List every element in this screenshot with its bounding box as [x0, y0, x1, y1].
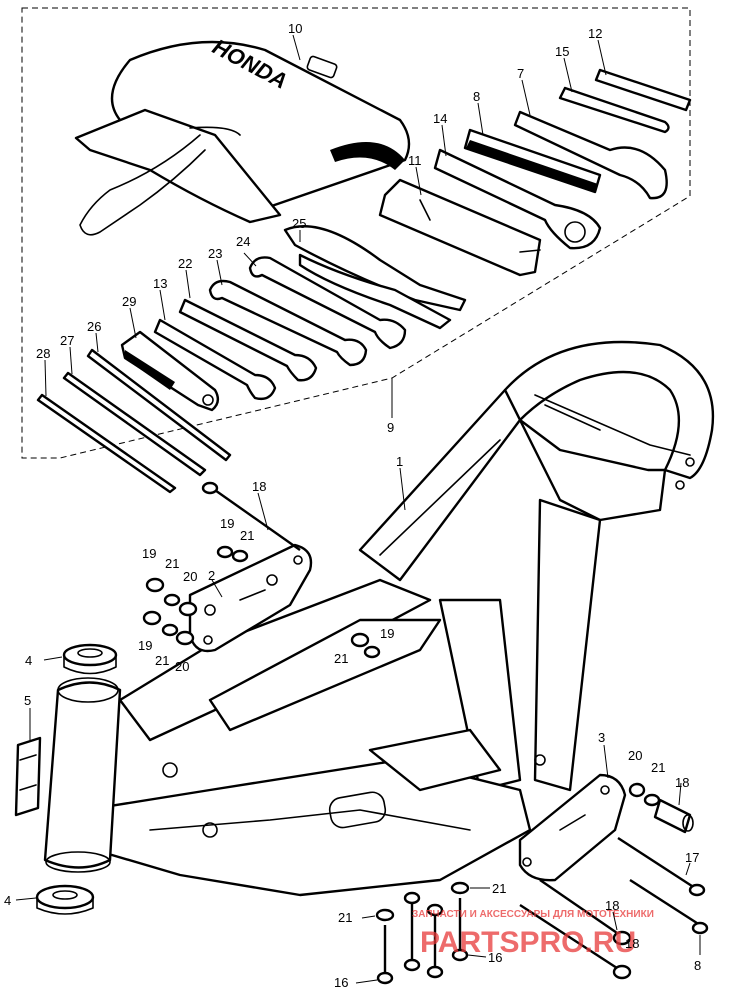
callout-20-b: 20 — [175, 659, 189, 674]
label-5 — [14, 736, 42, 817]
callout-5: 5 — [24, 693, 31, 708]
collar-15 — [653, 798, 694, 834]
callout-21-e: 21 — [651, 760, 665, 775]
nut-19-a — [216, 545, 234, 559]
callout-19-b: 19 — [142, 546, 156, 561]
callout-27: 27 — [60, 333, 74, 348]
callout-21-b: 21 — [165, 556, 179, 571]
callout-14: 15 — [555, 44, 569, 59]
callout-18-mid: 18 — [605, 898, 619, 913]
plug-wrench-11 — [378, 178, 542, 277]
washer-20-c — [628, 782, 646, 798]
watermark-big-text: PARTSPRO.RU — [420, 926, 636, 959]
callout-19-c: 19 — [138, 638, 152, 653]
callout-13: 14 — [433, 111, 447, 126]
screwdriver-26 — [86, 348, 232, 462]
callout-21-a: 21 — [240, 528, 254, 543]
callout-21-g: 21 — [338, 910, 352, 925]
callout-24: 24 — [236, 234, 250, 249]
washer-4-top — [62, 643, 118, 675]
pliers-25 — [283, 225, 467, 330]
nut-19-b — [145, 577, 165, 593]
handle-9 — [463, 128, 602, 194]
wrench-22 — [178, 298, 318, 382]
bolt-18-low — [519, 903, 632, 980]
tool-bag: HONDA — [74, 34, 411, 236]
wrench-23 — [208, 279, 368, 367]
callout-10: 12 — [588, 26, 602, 41]
washer-21-g — [375, 908, 395, 922]
washer-21-f — [450, 881, 470, 895]
gusset-plate-2 — [188, 543, 313, 653]
spanner-8 — [513, 110, 668, 200]
callout-17: 17 — [685, 850, 699, 865]
washer-20-b — [175, 630, 195, 646]
callout-4-bottom: 4 — [4, 893, 11, 908]
leader-lines — [15, 34, 701, 984]
callout-21-d: 21 — [334, 651, 348, 666]
screwdriver-29 — [120, 330, 220, 412]
callout-16-b: 16 — [334, 975, 348, 990]
plate-3 — [518, 773, 627, 882]
callouts: 10 12 15 7 8 14 11 25 24 23 22 13 29 26 … — [4, 21, 701, 990]
callout-11: 11 — [408, 153, 422, 168]
callout-1: 1 — [396, 454, 403, 469]
callout-23: 23 — [208, 246, 222, 261]
callout-6: 9 — [387, 420, 394, 435]
bolt-c — [426, 903, 444, 979]
callout-19-d: 19 — [380, 626, 394, 641]
callout-19-a: 19 — [220, 516, 234, 531]
bolt-16-a — [376, 925, 394, 985]
bolt-17 — [617, 836, 706, 897]
nut-19-d — [350, 632, 370, 648]
nut-19-c — [142, 610, 162, 626]
spanner-10 — [594, 68, 692, 112]
washer-4-bottom — [35, 884, 95, 915]
washer-21-d — [363, 645, 381, 659]
bolt-b — [403, 891, 421, 972]
box-wrench-13 — [433, 148, 602, 250]
callout-21-c: 21 — [155, 653, 169, 668]
callout-20-c: 20 — [628, 748, 642, 763]
callout-18-top: 18 — [252, 479, 266, 494]
callout-2: 2 — [208, 568, 215, 583]
watermark: ЗАПЧАСТИ И АКСЕССУАРЫ ДЛЯ МОТОТЕХНИКИ PA… — [412, 909, 654, 959]
callout-8: 7 — [517, 66, 524, 81]
callout-15: 18 — [675, 775, 689, 790]
callout-8-frame: 8 — [694, 958, 701, 973]
watermark-small-text: ЗАПЧАСТИ И АКСЕССУАРЫ ДЛЯ МОТОТЕХНИКИ — [412, 909, 654, 920]
bar-28 — [36, 393, 177, 494]
bolt-18-mid — [539, 879, 632, 946]
callout-28: 28 — [36, 346, 50, 361]
callout-4-top: 4 — [25, 653, 32, 668]
callout-26: 26 — [87, 319, 101, 334]
callout-21-f: 21 — [492, 881, 506, 896]
washer-21-a — [231, 549, 249, 563]
bolt-18-top — [201, 481, 301, 551]
washer-21-c — [161, 623, 179, 637]
callout-22: 22 — [178, 256, 192, 271]
bolt-8-frame — [629, 878, 709, 935]
callout-20-a: 20 — [183, 569, 197, 584]
callout-25: 25 — [292, 216, 306, 231]
bolt-16-b — [451, 898, 469, 962]
callout-29: 29 — [122, 294, 136, 309]
callout-7: 10 — [288, 21, 302, 36]
callout-12: 13 — [153, 276, 167, 291]
callout-9: 8 — [473, 89, 480, 104]
callout-18-low: 18 — [625, 936, 639, 951]
screwdriver-27 — [62, 371, 207, 477]
callout-3: 3 — [598, 730, 605, 745]
washer-20-a — [178, 601, 198, 617]
wrench-24 — [248, 256, 407, 350]
spanner-14 — [558, 86, 670, 134]
washer-21-e — [643, 793, 661, 807]
washer-21-b — [163, 593, 181, 607]
callout-16-a: 16 — [488, 950, 502, 965]
frame — [43, 340, 715, 897]
wrench-12 — [153, 318, 277, 401]
